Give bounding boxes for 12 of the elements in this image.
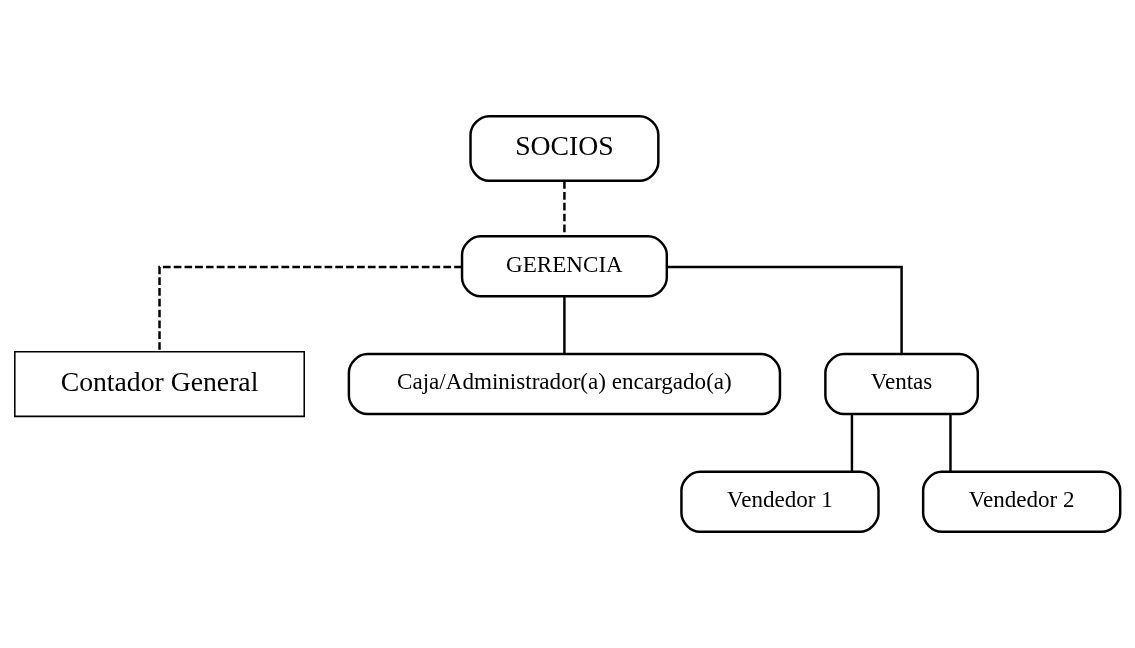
connector (158, 265, 462, 352)
connector (666, 265, 903, 354)
connector (949, 414, 952, 472)
node-box: Ventas (824, 352, 979, 416)
node-box: SOCIOS (469, 114, 660, 183)
connector (850, 414, 854, 472)
node-box: Contador General (14, 350, 305, 418)
node-box: Caja/Administrador(a) encargado(a) (347, 352, 782, 416)
node-box: GERENCIA (460, 235, 669, 298)
node-box: Vendedor 1 (680, 470, 880, 534)
node-box: Vendedor 2 (921, 470, 1122, 534)
connector (563, 296, 566, 354)
